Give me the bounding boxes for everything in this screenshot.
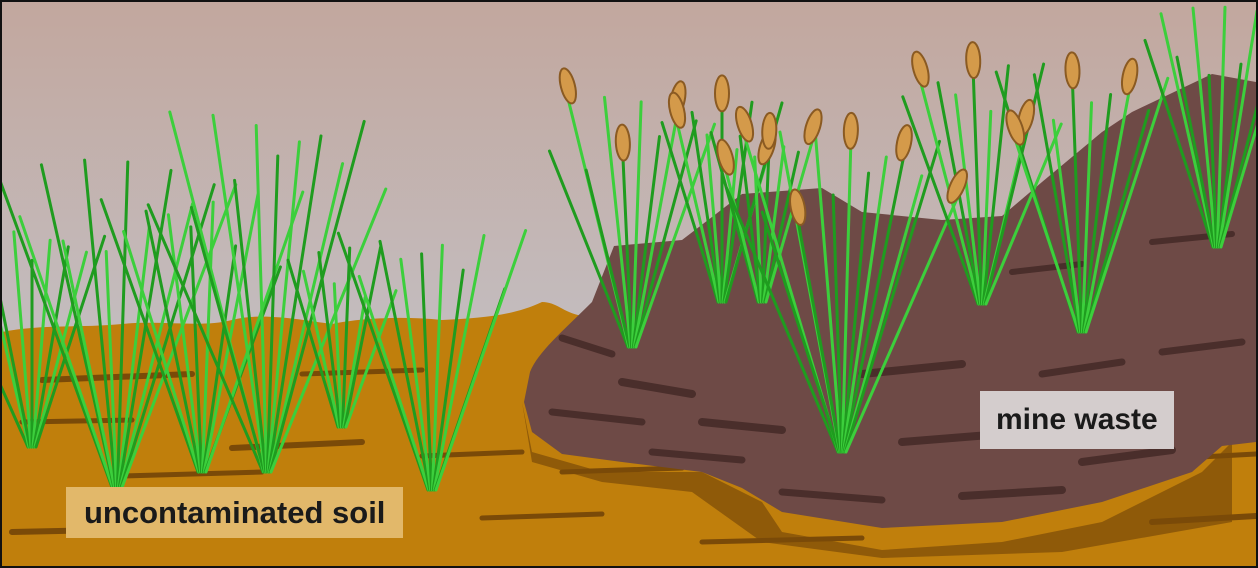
uncontaminated-soil-label: uncontaminated soil <box>66 487 403 538</box>
seed-head <box>843 113 858 149</box>
seed-head <box>1065 52 1080 89</box>
seed-head <box>966 42 981 79</box>
seed-head <box>761 112 777 149</box>
mine-waste-label: mine waste <box>980 391 1174 449</box>
seed-head <box>715 75 729 111</box>
